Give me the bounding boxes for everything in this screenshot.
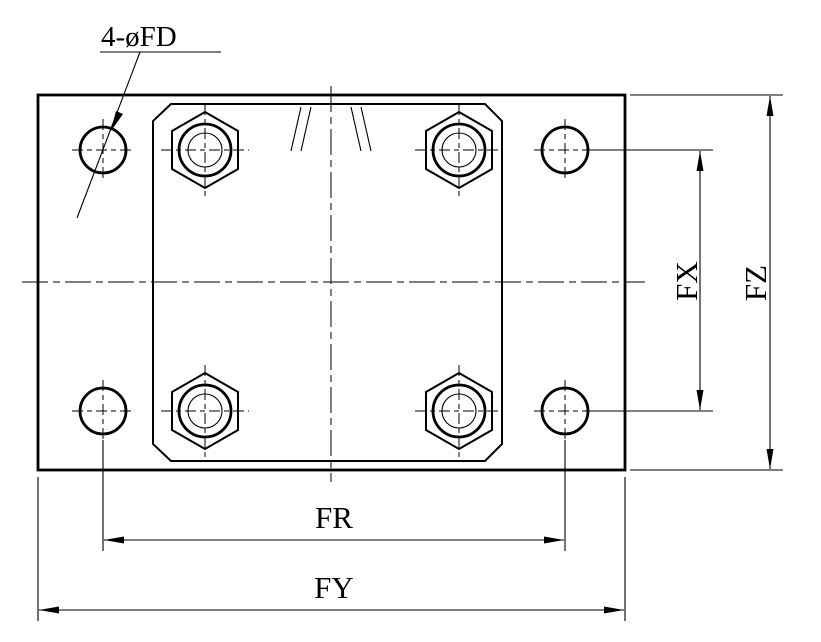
dimension-fz: FZ	[630, 94, 783, 471]
hex-flats	[171, 371, 239, 451]
inner-plate-outline	[152, 103, 503, 462]
callout-arrowhead	[111, 111, 123, 131]
dimension-arrowhead	[696, 151, 704, 171]
break-line	[360, 106, 372, 152]
hex-flats	[425, 371, 493, 451]
hole-callout: 4-øFD	[76, 21, 221, 219]
hex-bolt-top-right	[415, 104, 503, 196]
dimension-arrowhead	[766, 96, 774, 116]
break-lines	[290, 106, 372, 152]
break-line	[350, 106, 362, 152]
dimension-fr: FR	[102, 440, 566, 551]
hole-callout-label: 4-øFD	[101, 21, 177, 53]
corner-hole-top-right	[534, 119, 596, 181]
dimension-arrowhead	[696, 390, 704, 410]
hex-flats	[425, 110, 493, 190]
break-line	[300, 106, 312, 152]
dimension-arrowhead	[39, 606, 59, 614]
hex-flats	[171, 110, 239, 190]
corner-hole-bottom-left	[72, 380, 134, 442]
callout-leader-line	[76, 51, 141, 219]
dimension-fx: FX	[591, 149, 713, 412]
hex-bolt-bottom-right	[415, 365, 503, 457]
hex-bolt-bottom-left	[161, 365, 249, 457]
dimension-fx-label: FX	[669, 261, 704, 301]
dimension-arrowhead	[604, 606, 624, 614]
dimension-fy: FY	[37, 477, 626, 621]
dimension-arrowhead	[104, 536, 124, 544]
corner-hole-bottom-right	[534, 380, 596, 442]
dimension-fz-label: FZ	[738, 265, 773, 301]
dimension-fy-label: FY	[314, 570, 354, 605]
dimension-fr-label: FR	[315, 500, 353, 535]
dimension-arrowhead	[544, 536, 564, 544]
dimension-arrowhead	[766, 449, 774, 469]
break-line	[290, 106, 302, 152]
hex-bolt-top-left	[161, 104, 249, 196]
